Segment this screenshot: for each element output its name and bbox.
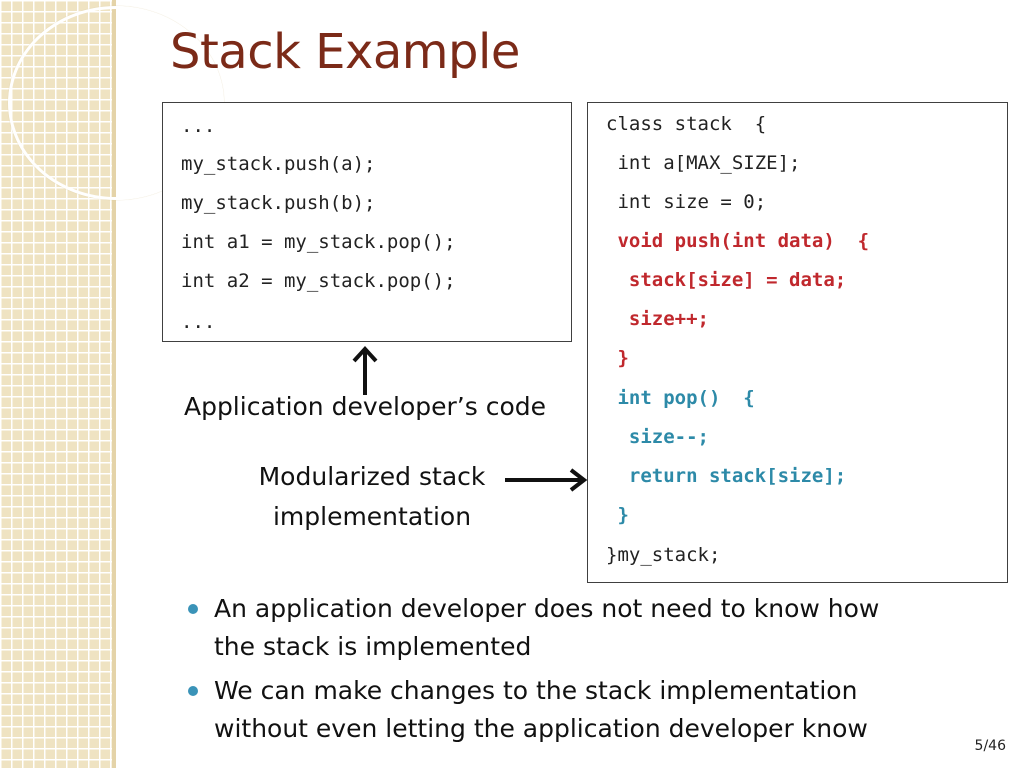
push-code-line: } bbox=[606, 347, 629, 369]
pop-code-line: return stack[size]; bbox=[606, 465, 847, 487]
bullet-dot-icon bbox=[188, 686, 198, 696]
app-code-caption: Application developer’s code bbox=[183, 392, 547, 421]
code-line: my_stack.push(a); bbox=[181, 153, 376, 175]
sidebar-edge bbox=[112, 0, 116, 768]
code-line: }my_stack; bbox=[606, 544, 721, 566]
code-line: my_stack.push(b); bbox=[181, 192, 376, 214]
right-arrow-icon bbox=[505, 468, 587, 492]
code-line: int a1 = my_stack.pop(); bbox=[181, 231, 456, 253]
push-code-line: stack[size] = data; bbox=[606, 269, 847, 291]
impl-caption-line1: Modularized stack bbox=[258, 462, 486, 491]
bullet-text-line: without even letting the application dev… bbox=[214, 714, 868, 743]
bullet-text-line: An application developer does not need t… bbox=[214, 594, 880, 623]
app-code-box: ... my_stack.push(a); my_stack.push(b); … bbox=[162, 102, 572, 342]
pop-code-line: size--; bbox=[606, 426, 709, 448]
pop-code-line: } bbox=[606, 504, 629, 526]
slide-title: Stack Example bbox=[170, 24, 520, 80]
push-code-line: size++; bbox=[606, 308, 709, 330]
pop-code-line: int pop() { bbox=[606, 387, 755, 409]
bullet-text-line: We can make changes to the stack impleme… bbox=[214, 676, 858, 705]
bullet-dot-icon bbox=[188, 604, 198, 614]
code-line: ... bbox=[181, 115, 216, 137]
page-number: 5/46 bbox=[974, 738, 1006, 754]
bullet-text-line: the stack is implemented bbox=[214, 632, 532, 661]
bullet-item: We can make changes to the stack impleme… bbox=[188, 672, 978, 748]
impl-caption-line2: implementation bbox=[272, 502, 472, 531]
up-arrow-icon bbox=[352, 346, 378, 395]
bullet-item: An application developer does not need t… bbox=[188, 590, 978, 666]
impl-code-box: class stack { int a[MAX_SIZE]; int size … bbox=[587, 102, 1008, 583]
code-line: int size = 0; bbox=[606, 191, 767, 213]
code-line: class stack { bbox=[606, 113, 767, 135]
code-line: ... bbox=[181, 311, 216, 333]
push-code-line: void push(int data) { bbox=[606, 230, 870, 252]
code-line: int a[MAX_SIZE]; bbox=[606, 152, 801, 174]
code-line: int a2 = my_stack.pop(); bbox=[181, 270, 456, 292]
bullet-list: An application developer does not need t… bbox=[188, 590, 978, 754]
